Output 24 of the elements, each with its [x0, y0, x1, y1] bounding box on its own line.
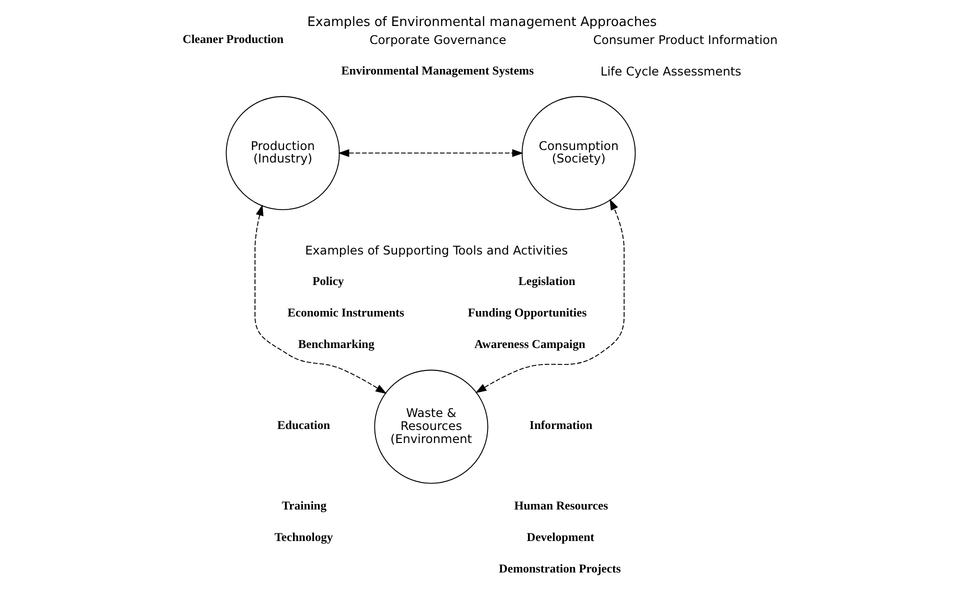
label: Legislation	[518, 274, 576, 288]
label: Policy	[312, 274, 344, 288]
arrow	[475, 198, 625, 394]
label: Benchmarking	[298, 337, 374, 352]
label: Life Cycle Assessments	[600, 64, 742, 79]
label: Corporate Governance	[370, 33, 506, 48]
label: Consumer Product Information	[593, 33, 778, 48]
label: Examples of Supporting Tools and Activities	[305, 244, 568, 258]
node-circle: Production (Industry)	[226, 96, 340, 210]
label: Information	[530, 418, 592, 432]
arrow	[338, 149, 524, 157]
label: Education	[277, 418, 330, 432]
label: Demonstration Projects	[498, 562, 621, 576]
label: Human Resources	[514, 498, 608, 513]
label: Funding Opportunities	[468, 306, 587, 320]
label: Training	[282, 498, 327, 513]
label: Awareness Campaign	[474, 337, 586, 352]
diagram-title: Examples of Environmental management Approaches	[307, 15, 657, 30]
arrow	[254, 204, 387, 394]
label: Economic Instruments	[287, 306, 404, 320]
label: Cleaner Production	[182, 32, 284, 46]
label: Technology	[274, 530, 333, 544]
label: Environmental Management Systems	[341, 64, 534, 78]
label: Development	[526, 530, 594, 544]
